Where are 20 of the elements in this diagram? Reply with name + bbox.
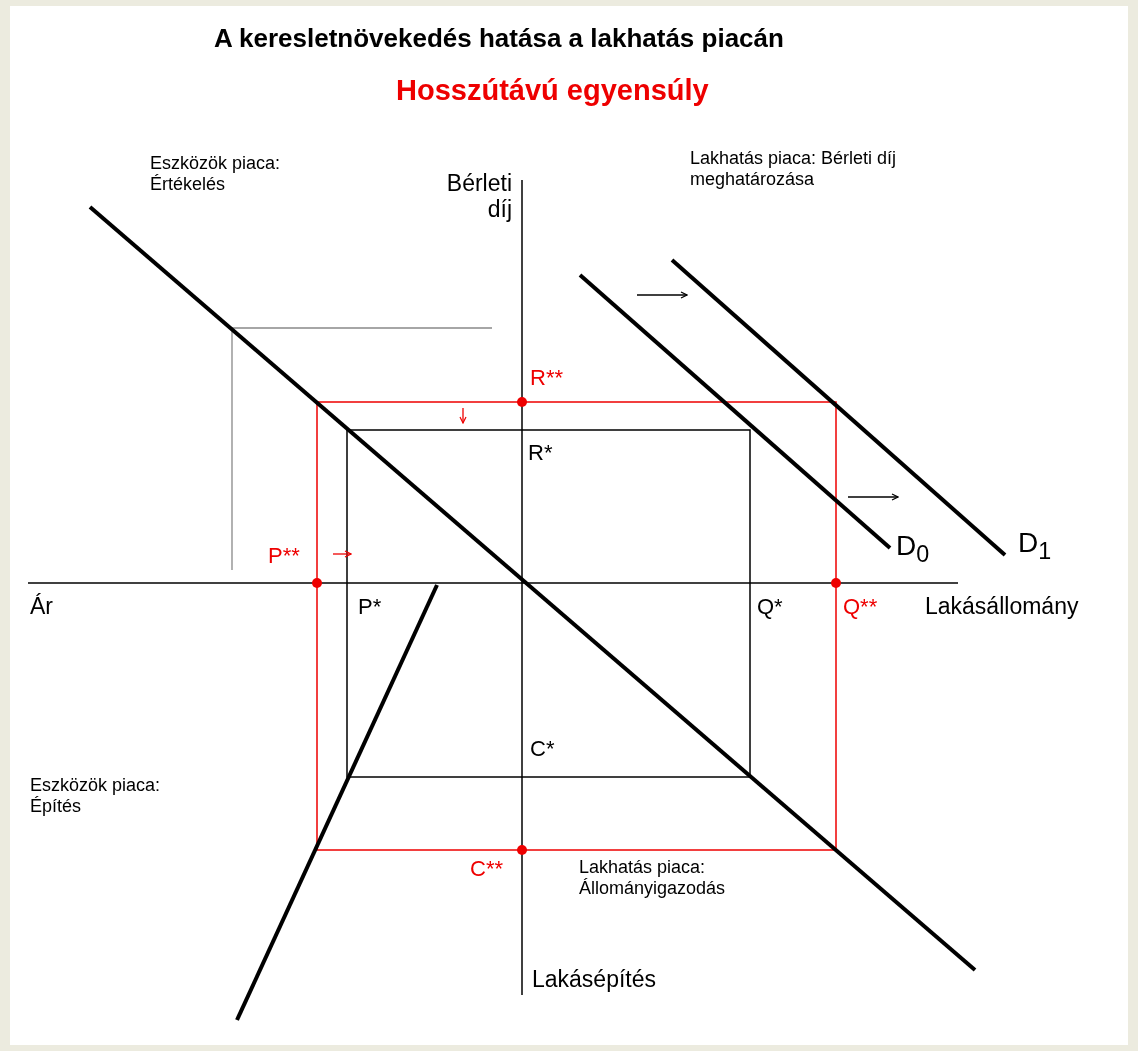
axis-label: Lakásépítés (532, 966, 657, 993)
axis-label: Ár (30, 593, 53, 620)
quadrant-label: Eszközök piaca: Értékelés (150, 153, 282, 195)
axis-label: Lakásállomány (925, 593, 1079, 620)
point-label: R* (528, 440, 553, 466)
quadrant-label: Eszközök piaca: Építés (30, 775, 162, 817)
subtitle: Hosszútávú egyensúly (396, 74, 709, 108)
point-label: P* (358, 594, 382, 620)
curve-label: D$_{1}$ (1018, 527, 1052, 565)
point-label: Q** (843, 594, 878, 620)
point-label: R** (530, 365, 563, 391)
quadrant-label: Lakhatás piaca: Bérleti díj meghatározása (690, 148, 898, 190)
point-label: C* (530, 736, 555, 762)
quadrant-label: Lakhatás piaca: Állományigazodás (579, 857, 727, 899)
axis-label: Bérleti díj (445, 170, 512, 223)
title: A keresletnövekedés hatása a lakhatás piacán (214, 24, 784, 54)
point-label: Q* (757, 594, 783, 620)
point-label: P** (268, 543, 300, 569)
point-label: C** (470, 856, 503, 882)
curve-label: D$_{0}$ (896, 530, 930, 568)
